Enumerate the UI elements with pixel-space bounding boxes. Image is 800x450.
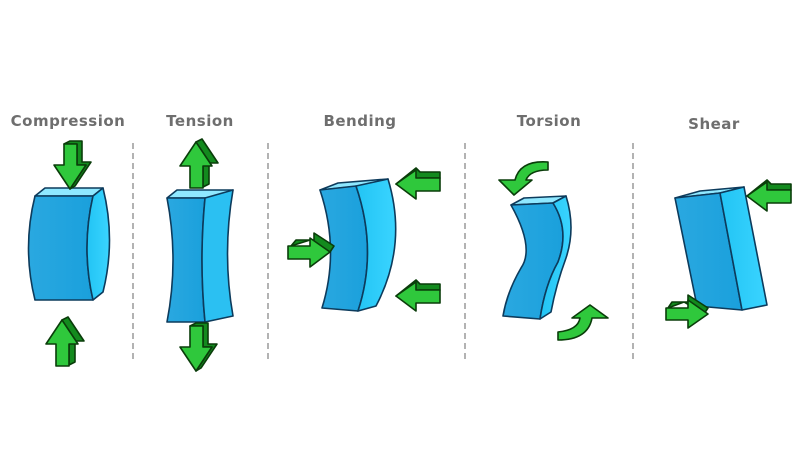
shear-arrow-left-icon	[746, 179, 792, 212]
torsion-arrow-curved-bottom-icon	[557, 304, 609, 341]
shear-block	[674, 186, 768, 311]
bending-arrow-right-icon	[287, 232, 335, 268]
compression-arrow-up-icon	[45, 316, 85, 367]
torsion-title: Torsion	[517, 112, 582, 130]
bending-arrow-left-bottom-icon	[395, 279, 441, 312]
compression-title: Compression	[11, 112, 126, 130]
compression-block	[27, 187, 111, 301]
bending-arrow-left-top-icon	[395, 167, 441, 200]
bending-title: Bending	[323, 112, 396, 130]
tension-arrow-down-icon	[179, 322, 218, 372]
torsion-block	[502, 195, 572, 320]
tension-arrow-up-icon	[179, 138, 219, 189]
bending-block	[319, 178, 397, 312]
compression-arrow-down-icon	[53, 140, 92, 190]
shear-title: Shear	[688, 115, 740, 133]
shear-arrow-right-icon	[665, 294, 709, 329]
tension-title: Tension	[166, 112, 234, 130]
torsion-arrow-curved-top-icon	[498, 161, 549, 196]
tension-block	[166, 189, 234, 323]
